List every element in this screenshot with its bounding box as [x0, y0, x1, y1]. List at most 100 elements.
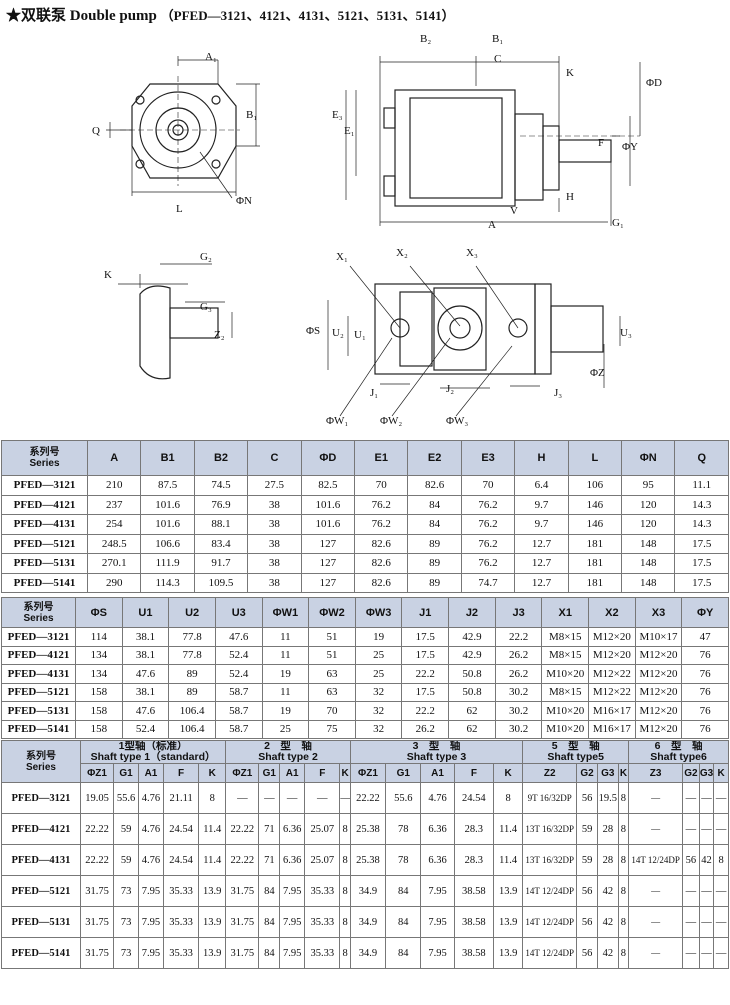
cell-value: 50.8	[448, 682, 496, 702]
cell-value: 28.3	[453, 813, 495, 845]
cell-value: 19	[354, 627, 403, 647]
row-model: PFED—5121	[1, 875, 81, 907]
row-model: PFED—5141	[1, 719, 76, 739]
cell-value: 35.33	[304, 875, 341, 907]
cell-value: 127	[300, 533, 356, 554]
cell-value: 35.33	[162, 875, 200, 907]
cell-value: —	[628, 813, 684, 845]
cell-value: 51	[308, 627, 356, 647]
cell-value: 62	[448, 719, 496, 739]
cell-value: 52.4	[121, 719, 170, 739]
row-model: PFED—4131	[1, 664, 76, 684]
cell-value: M16×17	[588, 719, 636, 739]
label-d: ΦD	[646, 77, 662, 89]
cell-value: 8	[493, 782, 524, 814]
table1-col-header: A	[86, 440, 142, 476]
cell-value: 25.07	[304, 813, 341, 845]
cell-value: 58.7	[214, 719, 263, 739]
table3-sub-header: Z3	[628, 763, 684, 783]
table2-col-header: X3	[634, 597, 683, 628]
cell-value: 14T 12/24DP	[522, 937, 578, 969]
label-g1: G₁	[612, 217, 624, 229]
group-cn: 3 型 轴	[412, 740, 461, 752]
cell-value: 70	[354, 475, 409, 496]
cell-value: M10×20	[541, 664, 590, 684]
cell-value: 76.9	[193, 494, 249, 515]
row-model: PFED—4131	[1, 514, 88, 535]
cell-value: 181	[567, 533, 623, 554]
cell-value: 7.95	[279, 875, 306, 907]
cell-value: 59	[113, 844, 140, 876]
cell-value: 17.5	[674, 572, 729, 593]
cell-value: 73	[113, 937, 140, 969]
cell-value: 4.76	[138, 844, 164, 876]
cell-value: 35.33	[162, 937, 200, 969]
cell-value: 8	[617, 782, 630, 814]
cell-value: 7.95	[279, 937, 306, 969]
cell-value: 26.2	[401, 719, 450, 739]
cell-value: 76.2	[460, 533, 516, 554]
cell-value: 84	[407, 514, 462, 535]
cell-value: 8	[617, 875, 630, 907]
cell-value: 31.75	[225, 937, 260, 969]
cell-value: 101.6	[140, 514, 195, 535]
cell-value: 89	[168, 682, 216, 702]
cell-value: 134	[75, 664, 123, 684]
cell-value: 76	[681, 645, 729, 665]
cell-value: 17.5	[401, 682, 450, 702]
cell-value: —	[628, 782, 684, 814]
group-en: Shaft type 1（standard）	[90, 751, 216, 763]
cell-value: 73	[113, 906, 140, 938]
cell-value: 38.1	[121, 645, 170, 665]
row-model: PFED—3121	[1, 627, 76, 647]
cell-value: 89	[168, 664, 216, 684]
cell-value: 76	[681, 664, 729, 684]
cell-value: 84	[385, 875, 422, 907]
cell-value: 76	[681, 719, 729, 739]
cell-value: 75	[308, 719, 356, 739]
cell-value: 82.6	[407, 475, 462, 496]
table3-sub-header: G3	[698, 763, 715, 783]
table3-sub-header: ΦZ1	[225, 763, 260, 783]
cell-value: 11.4	[493, 844, 524, 876]
cell-value: 84	[258, 906, 281, 938]
cell-value: 38	[247, 494, 302, 515]
cell-value: 42.9	[448, 645, 496, 665]
cell-value: 82.6	[354, 553, 409, 574]
cell-value: 106.6	[140, 533, 195, 554]
cell-value: 55.6	[113, 782, 140, 814]
cell-value: 28.3	[453, 844, 495, 876]
table3-group-header: 1型轴（标准）Shaft type 1（standard）	[79, 740, 227, 764]
table1-col-header: B1	[140, 440, 195, 476]
cell-value: 17.5	[401, 645, 450, 665]
cell-value: 76.2	[354, 514, 409, 535]
cell-value: 76	[681, 682, 729, 702]
cell-value: M10×20	[541, 701, 590, 721]
table2-col-header: ΦW2	[308, 597, 356, 628]
row-model: PFED—5131	[1, 906, 81, 938]
cell-value: 181	[567, 572, 623, 593]
cell-value: 111.9	[140, 553, 195, 574]
label-c: C	[494, 53, 501, 65]
cell-value: 32	[354, 701, 403, 721]
cell-value: 59	[576, 844, 598, 876]
table3-sub-header: A1	[138, 763, 164, 783]
page-title: ★双联泵 Double pump （PFED—3121、4121、4131、51…	[6, 4, 455, 25]
cell-value: 13T 16/32DP	[522, 844, 578, 876]
cell-value: 76.2	[460, 514, 516, 535]
cell-value: 59	[576, 813, 598, 845]
cell-value: 89	[407, 533, 462, 554]
cell-value: 19.05	[79, 782, 115, 814]
cell-value: —	[698, 875, 715, 907]
label-u1: U₁	[354, 329, 366, 341]
cell-value: 237	[86, 494, 142, 515]
cell-value: 22.2	[401, 701, 450, 721]
cell-value: 84	[385, 906, 422, 938]
cell-value: 35.33	[162, 906, 200, 938]
cell-value: 13.9	[198, 937, 227, 969]
table3-sub-header: G1	[113, 763, 140, 783]
